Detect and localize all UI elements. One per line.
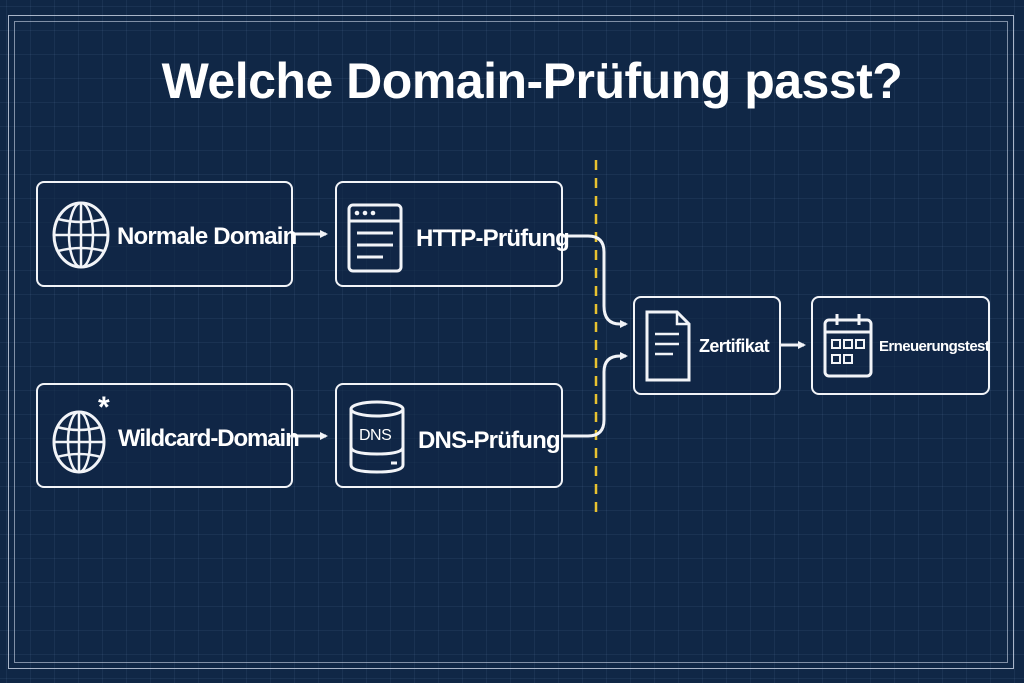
edge-http-to-cert: [562, 234, 628, 328]
normal-domain-label: Normale Domain: [117, 223, 297, 250]
node-wildcard-domain: * Wildcard-Domain: [36, 383, 300, 488]
diagram-title: Welche Domain-Prüfung passt?: [161, 53, 903, 109]
node-dns-check: DNS DNS-Prüfung: [335, 383, 563, 488]
node-renewal-test: Erneuerungstest: [811, 296, 990, 395]
document-icon: [645, 310, 691, 382]
certificate-label: Zertifikat: [699, 336, 770, 356]
dns-icon-text: DNS: [359, 427, 392, 444]
calendar-icon: [823, 314, 873, 378]
edge-dns-to-cert: [562, 352, 628, 438]
node-http-check: HTTP-Prüfung: [335, 181, 570, 287]
node-certificate: Zertifikat: [633, 296, 781, 395]
browser-window-icon: [347, 203, 403, 273]
renewal-test-label: Erneuerungstest: [879, 338, 990, 355]
outer-frame: [8, 15, 1014, 669]
wildcard-badge: *: [98, 391, 110, 424]
dns-check-label: DNS-Prüfung: [418, 427, 561, 454]
wildcard-domain-label: Wildcard-Domain: [118, 425, 300, 452]
dns-database-icon: [349, 400, 405, 474]
inner-frame: [14, 21, 1008, 663]
globe-wildcard-icon: [52, 410, 106, 474]
node-normal-domain: Normale Domain: [36, 181, 297, 287]
http-check-label: HTTP-Prüfung: [416, 225, 570, 252]
globe-icon: [52, 201, 110, 269]
